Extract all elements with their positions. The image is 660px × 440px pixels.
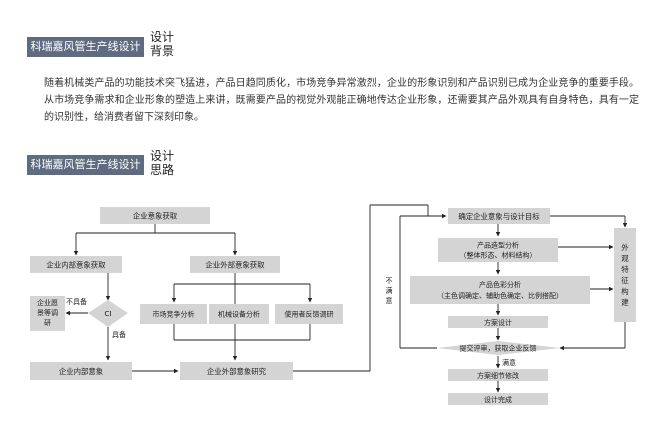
svg-text:机械设备分析: 机械设备分析	[218, 310, 260, 319]
node-internal-image: 企业内部意象	[30, 362, 132, 380]
svg-text:征: 征	[621, 276, 629, 285]
node-scheme-design: 方案设计	[448, 316, 548, 328]
heading-line-2: 背景	[150, 44, 175, 58]
svg-text:观: 观	[621, 254, 629, 263]
right-connectors	[399, 215, 628, 393]
node-user-feedback-research: 使用者反馈调研	[275, 304, 343, 324]
label-not-have: 不具备	[66, 297, 87, 306]
node-external-image-research: 企业外部意象研究	[180, 362, 293, 380]
svg-text:构: 构	[621, 287, 628, 296]
section-heading-approach: 设计 思路	[150, 149, 174, 177]
node-vision-research: 企业愿 景等调 研	[30, 296, 65, 331]
svg-text:市场竞争分析: 市场竞争分析	[153, 310, 195, 319]
node-color-analysis: 产品色彩分析 （主色调确定、辅助色确定、比例搭配）	[410, 276, 590, 304]
svg-text:方案细节修改: 方案细节修改	[477, 371, 519, 380]
svg-text:企业内部意象: 企业内部意象	[59, 367, 104, 376]
heading-line-2: 思路	[150, 163, 175, 177]
node-design-complete: 设计完成	[448, 393, 548, 405]
svg-text:确定企业意象与设计目标: 确定企业意象与设计目标	[458, 212, 540, 221]
svg-text:提交评审，获取企业反馈: 提交评审，获取企业反馈	[460, 344, 537, 353]
svg-text:企业内部意象获取: 企业内部意象获取	[46, 261, 106, 270]
svg-text:企业意象获取: 企业意象获取	[133, 212, 178, 221]
node-ci-decision: CI	[88, 300, 128, 327]
background-paragraph: 随着机械类产品的功能技术突飞猛进，产品日趋同质化，市场竞争异常激烈，企业的形象识…	[44, 78, 639, 123]
svg-text:产品造型分析: 产品造型分析	[477, 241, 519, 250]
svg-text:企业外部意象获取: 企业外部意象获取	[205, 261, 265, 270]
svg-text:建: 建	[621, 298, 629, 307]
node-confirm-goal: 确定企业意象与设计目标	[448, 208, 550, 224]
section-heading-background: 设计 背景	[150, 30, 174, 58]
label-satisfied: 满意	[502, 358, 516, 367]
node-detail-revision: 方案细节修改	[448, 369, 548, 381]
svg-text:不: 不	[386, 277, 393, 285]
node-market-analysis: 市场竞争分析	[140, 304, 207, 324]
node-external-image-acquire: 企业外部意象获取	[190, 256, 280, 273]
section-banner-approach: 科瑞嘉风管生产线设计	[27, 155, 144, 175]
node-shape-analysis: 产品造型分析 （整体形态、材料结构）	[438, 238, 558, 262]
svg-text:使用者反馈调研: 使用者反馈调研	[285, 310, 334, 319]
svg-text:（主色调确定、辅助色确定、比例搭配）: （主色调确定、辅助色确定、比例搭配）	[437, 291, 563, 300]
svg-text:企业外部意象研究: 企业外部意象研究	[207, 367, 267, 376]
svg-text:企业愿: 企业愿	[37, 298, 58, 307]
svg-text:意: 意	[386, 296, 393, 305]
node-equipment-analysis: 机械设备分析	[209, 304, 269, 324]
svg-text:特: 特	[621, 265, 629, 274]
svg-text:（整体形态、材料结构）: （整体形态、材料结构）	[460, 251, 537, 260]
label-have: 具备	[112, 330, 126, 339]
node-review-decision: 提交评审，获取企业反馈	[437, 341, 560, 355]
node-enterprise-image-acquire: 企业意象获取	[100, 207, 210, 224]
node-feature-build: 外 观 特 征 构 建	[614, 228, 636, 322]
svg-text:CI: CI	[104, 309, 111, 318]
svg-text:研: 研	[44, 319, 51, 327]
heading-line-1: 设计	[150, 30, 175, 44]
svg-text:方案设计: 方案设计	[484, 318, 512, 327]
svg-text:景等调: 景等调	[37, 308, 58, 317]
node-internal-image-acquire: 企业内部意象获取	[30, 256, 122, 273]
svg-text:满: 满	[386, 286, 393, 295]
label-unsatisfied: 不 满 意	[386, 277, 393, 305]
svg-text:外: 外	[621, 243, 629, 252]
svg-text:产品色彩分析: 产品色彩分析	[479, 280, 521, 289]
heading-line-1: 设计	[150, 149, 175, 163]
section-banner-background: 科瑞嘉风管生产线设计	[27, 37, 144, 57]
svg-text:设计完成: 设计完成	[484, 395, 512, 404]
